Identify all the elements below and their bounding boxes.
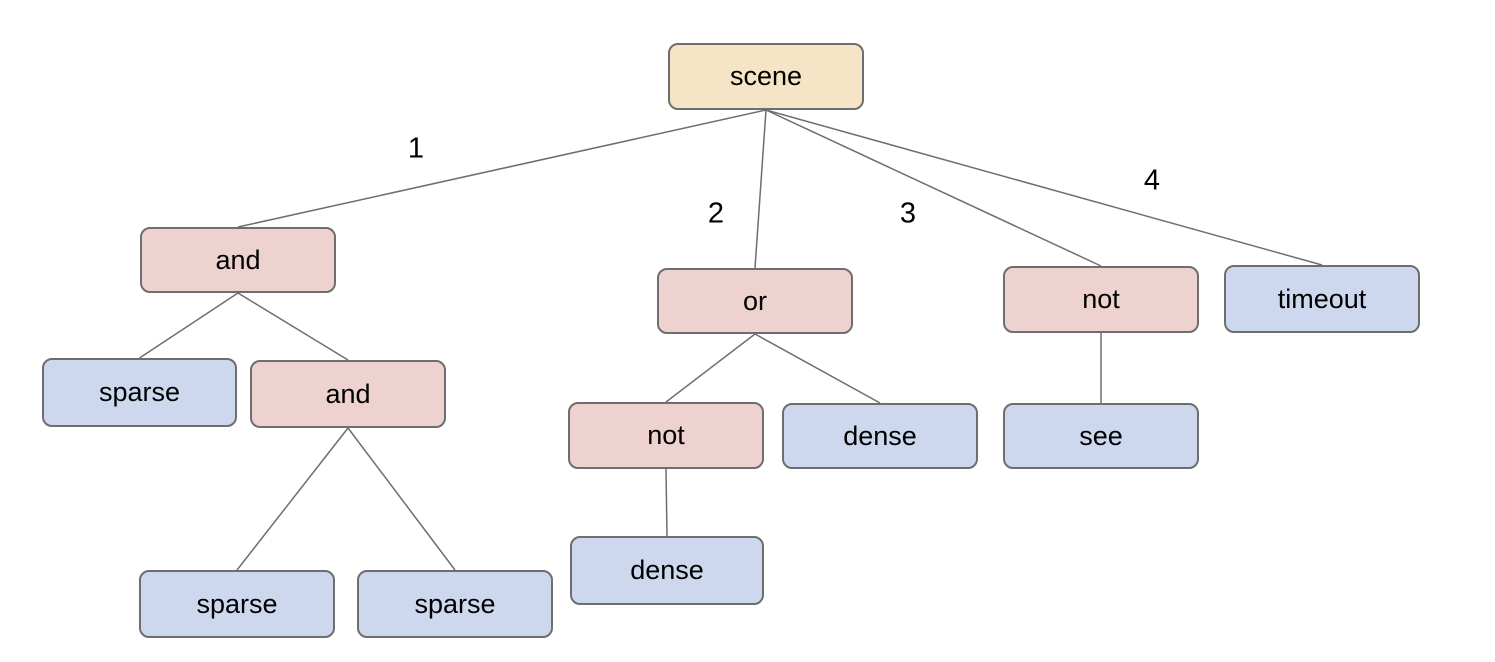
edge-scene-to-timeout <box>765 109 1323 266</box>
node-sparse-3: sparse <box>357 570 553 638</box>
edge-or-1-to-dense-1 <box>754 333 881 404</box>
edge-and-2-to-sparse-3 <box>347 427 456 571</box>
node-sparse-2: sparse <box>139 570 335 638</box>
node-scene: scene <box>668 43 864 110</box>
node-and-1: and <box>140 227 336 293</box>
edge-scene-to-or-1 <box>754 109 767 269</box>
node-see: see <box>1003 403 1199 469</box>
edge-label-4: 4 <box>1143 164 1161 197</box>
edge-and-2-to-sparse-2 <box>236 427 349 571</box>
node-dense-1: dense <box>782 403 978 469</box>
node-dense-2: dense <box>570 536 764 605</box>
edge-or-1-to-not-2 <box>665 333 756 403</box>
node-not-1: not <box>1003 266 1199 333</box>
node-sparse-1: sparse <box>42 358 237 427</box>
edge-label-1: 1 <box>407 132 425 165</box>
node-or-1: or <box>657 268 853 334</box>
edge-scene-to-not-1 <box>765 109 1102 267</box>
edge-scene-to-and-1 <box>237 109 767 228</box>
node-not-2: not <box>568 402 764 469</box>
edge-label-2: 2 <box>707 197 725 230</box>
node-timeout: timeout <box>1224 265 1420 333</box>
edge-and-1-to-sparse-1 <box>139 292 239 359</box>
node-and-2: and <box>250 360 446 428</box>
edge-label-3: 3 <box>899 197 917 230</box>
edge-and-1-to-and-2 <box>237 292 349 361</box>
edge-not-2-to-dense-2 <box>665 468 668 537</box>
